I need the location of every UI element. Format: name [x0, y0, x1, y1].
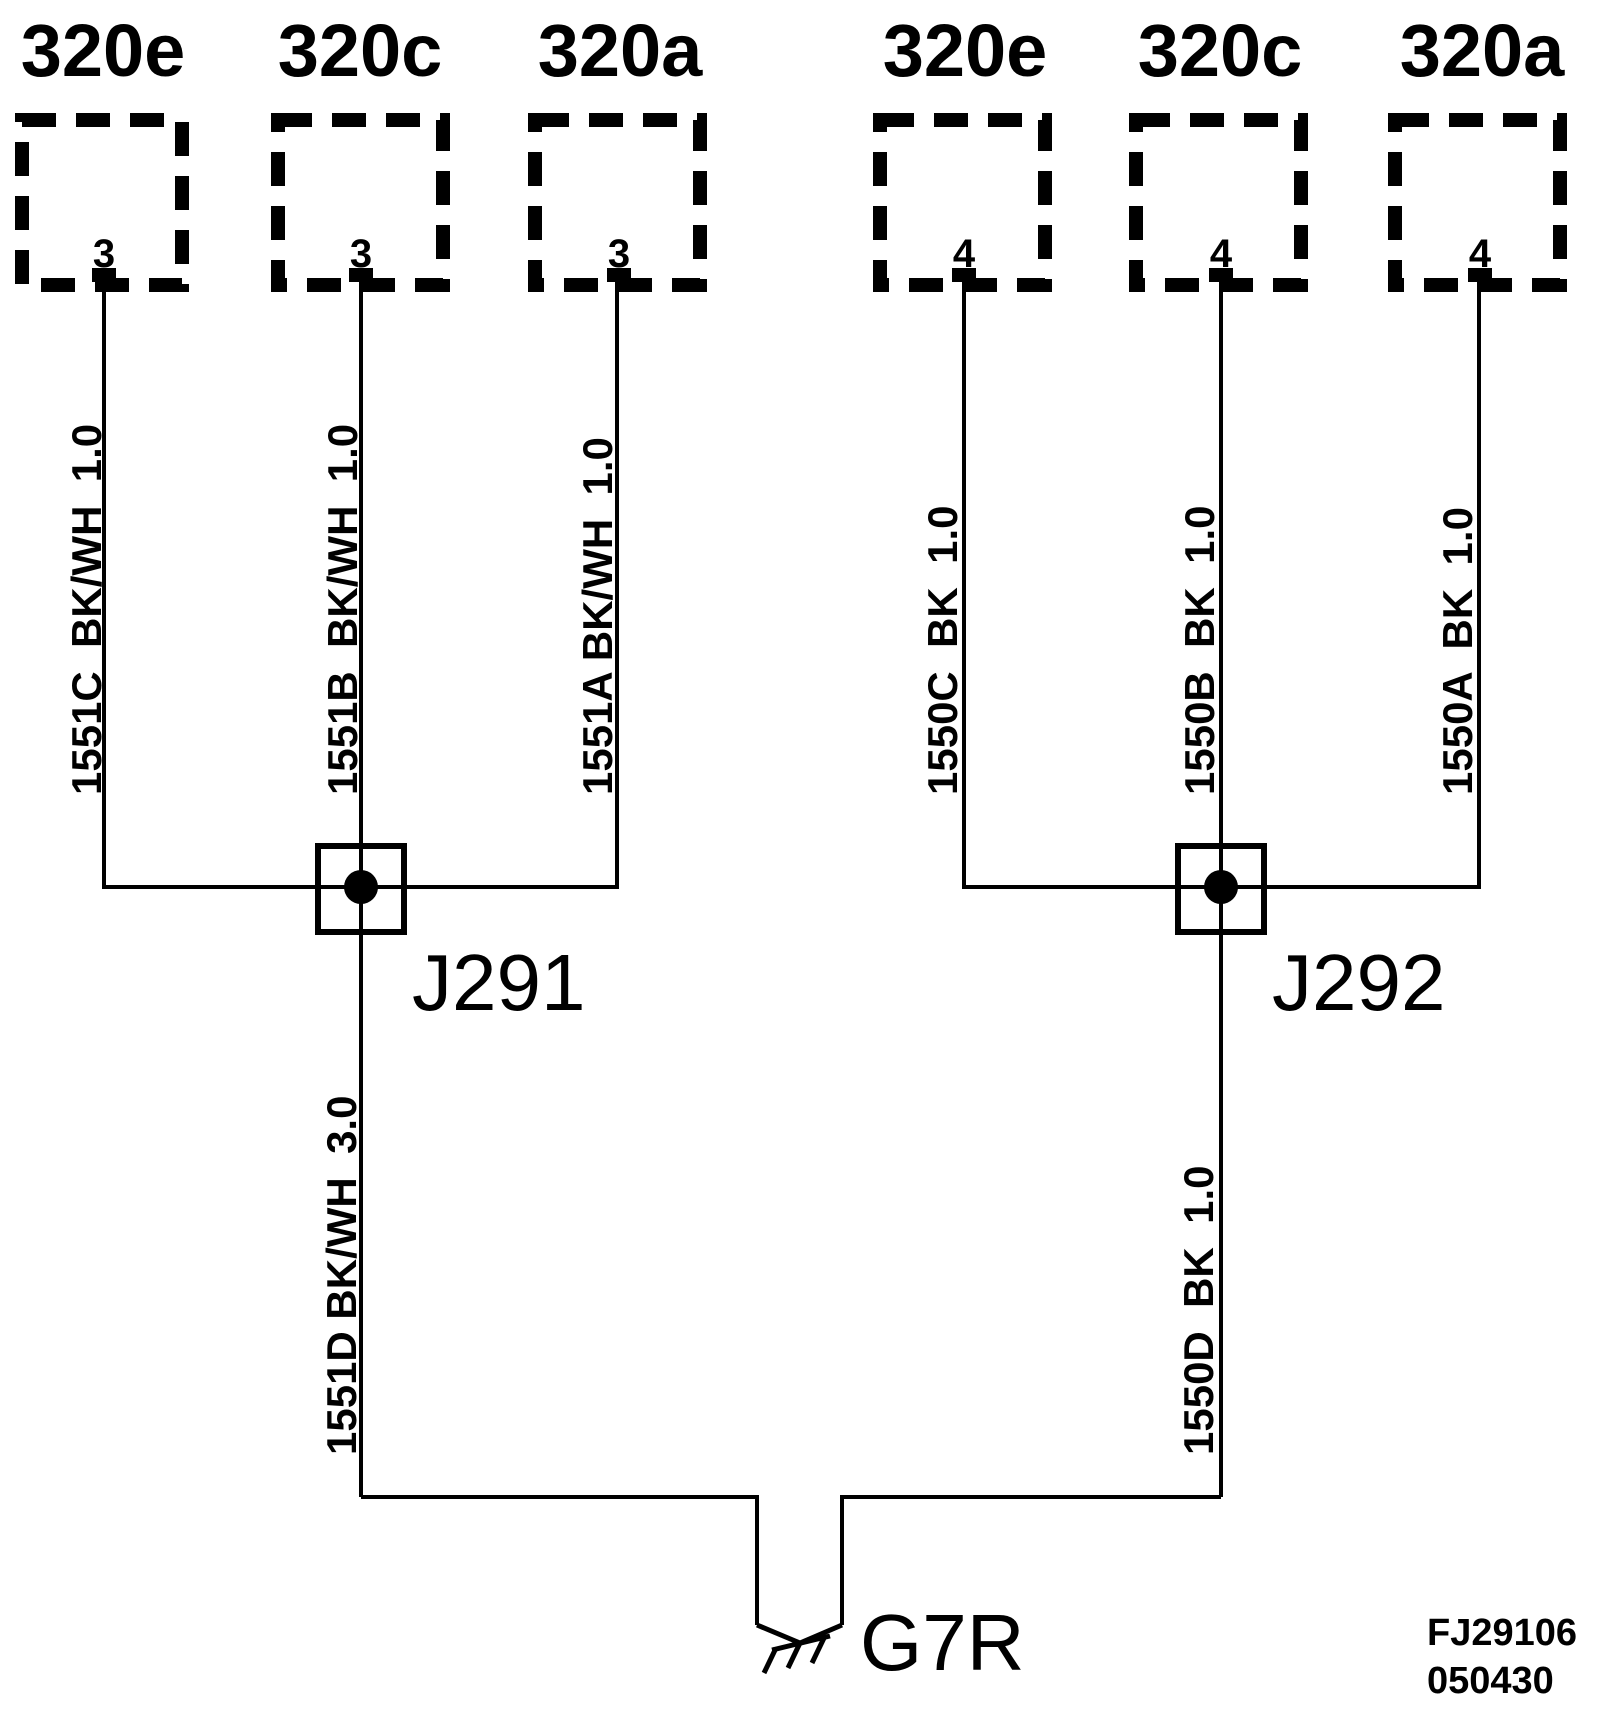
connector-label-320a-right: 320a — [1400, 9, 1565, 92]
pin-number: 3 — [350, 232, 372, 276]
connector-label-320c-right: 320c — [1138, 9, 1303, 92]
wire-label-1550d: 1550D BK 1.0 — [1175, 1166, 1222, 1456]
connector-box-320a-right — [1388, 113, 1567, 292]
connector-label-320e-right: 320e — [883, 9, 1048, 92]
connector-label-320e-left: 320e — [21, 9, 186, 92]
ground-icon — [756, 1622, 843, 1675]
ground-label: G7R — [860, 1598, 1025, 1687]
junction-label-j291: J291 — [412, 938, 585, 1027]
wire-1551d-to-ground — [361, 1495, 759, 1625]
figure-ref-line-1: FJ29106 — [1427, 1612, 1577, 1654]
connector-label-320c-left: 320c — [278, 9, 443, 92]
wire-label-1551b: 1551B BK/WH 1.0 — [319, 424, 366, 795]
splice-box-j291 — [315, 843, 407, 935]
wire-label-1551c: 1551C BK/WH 1.0 — [63, 424, 110, 795]
pin-number: 3 — [608, 232, 630, 276]
junction-label-j292: J292 — [1272, 938, 1445, 1027]
wire-label-1550a: 1550A BK 1.0 — [1434, 507, 1481, 795]
splice-box-j292 — [1175, 843, 1267, 935]
connector-box-320a-left — [528, 113, 707, 292]
connector-box-320c-left — [271, 113, 450, 292]
wire-label-1551a: 1551A BK/WH 1.0 — [574, 437, 621, 795]
splice-dot-j292 — [1204, 870, 1238, 904]
connector-label-320a-left: 320a — [538, 9, 703, 92]
wire-1550d-to-ground — [840, 1495, 1221, 1625]
pin-number: 3 — [93, 232, 115, 276]
figure-ref-line-2: 050430 — [1427, 1660, 1554, 1702]
pin-number: 4 — [1469, 232, 1492, 276]
connector-box-320e-right — [873, 113, 1052, 292]
wire-label-1550b: 1550B BK 1.0 — [1176, 506, 1223, 796]
pin-number: 4 — [1210, 232, 1233, 276]
pin-number: 4 — [953, 232, 976, 276]
wire-label-1551d: 1551D BK/WH 3.0 — [318, 1096, 365, 1455]
wire-label-1550c: 1550C BK 1.0 — [919, 506, 966, 796]
connector-box-320c-right — [1129, 113, 1308, 292]
splice-dot-j291 — [344, 870, 378, 904]
